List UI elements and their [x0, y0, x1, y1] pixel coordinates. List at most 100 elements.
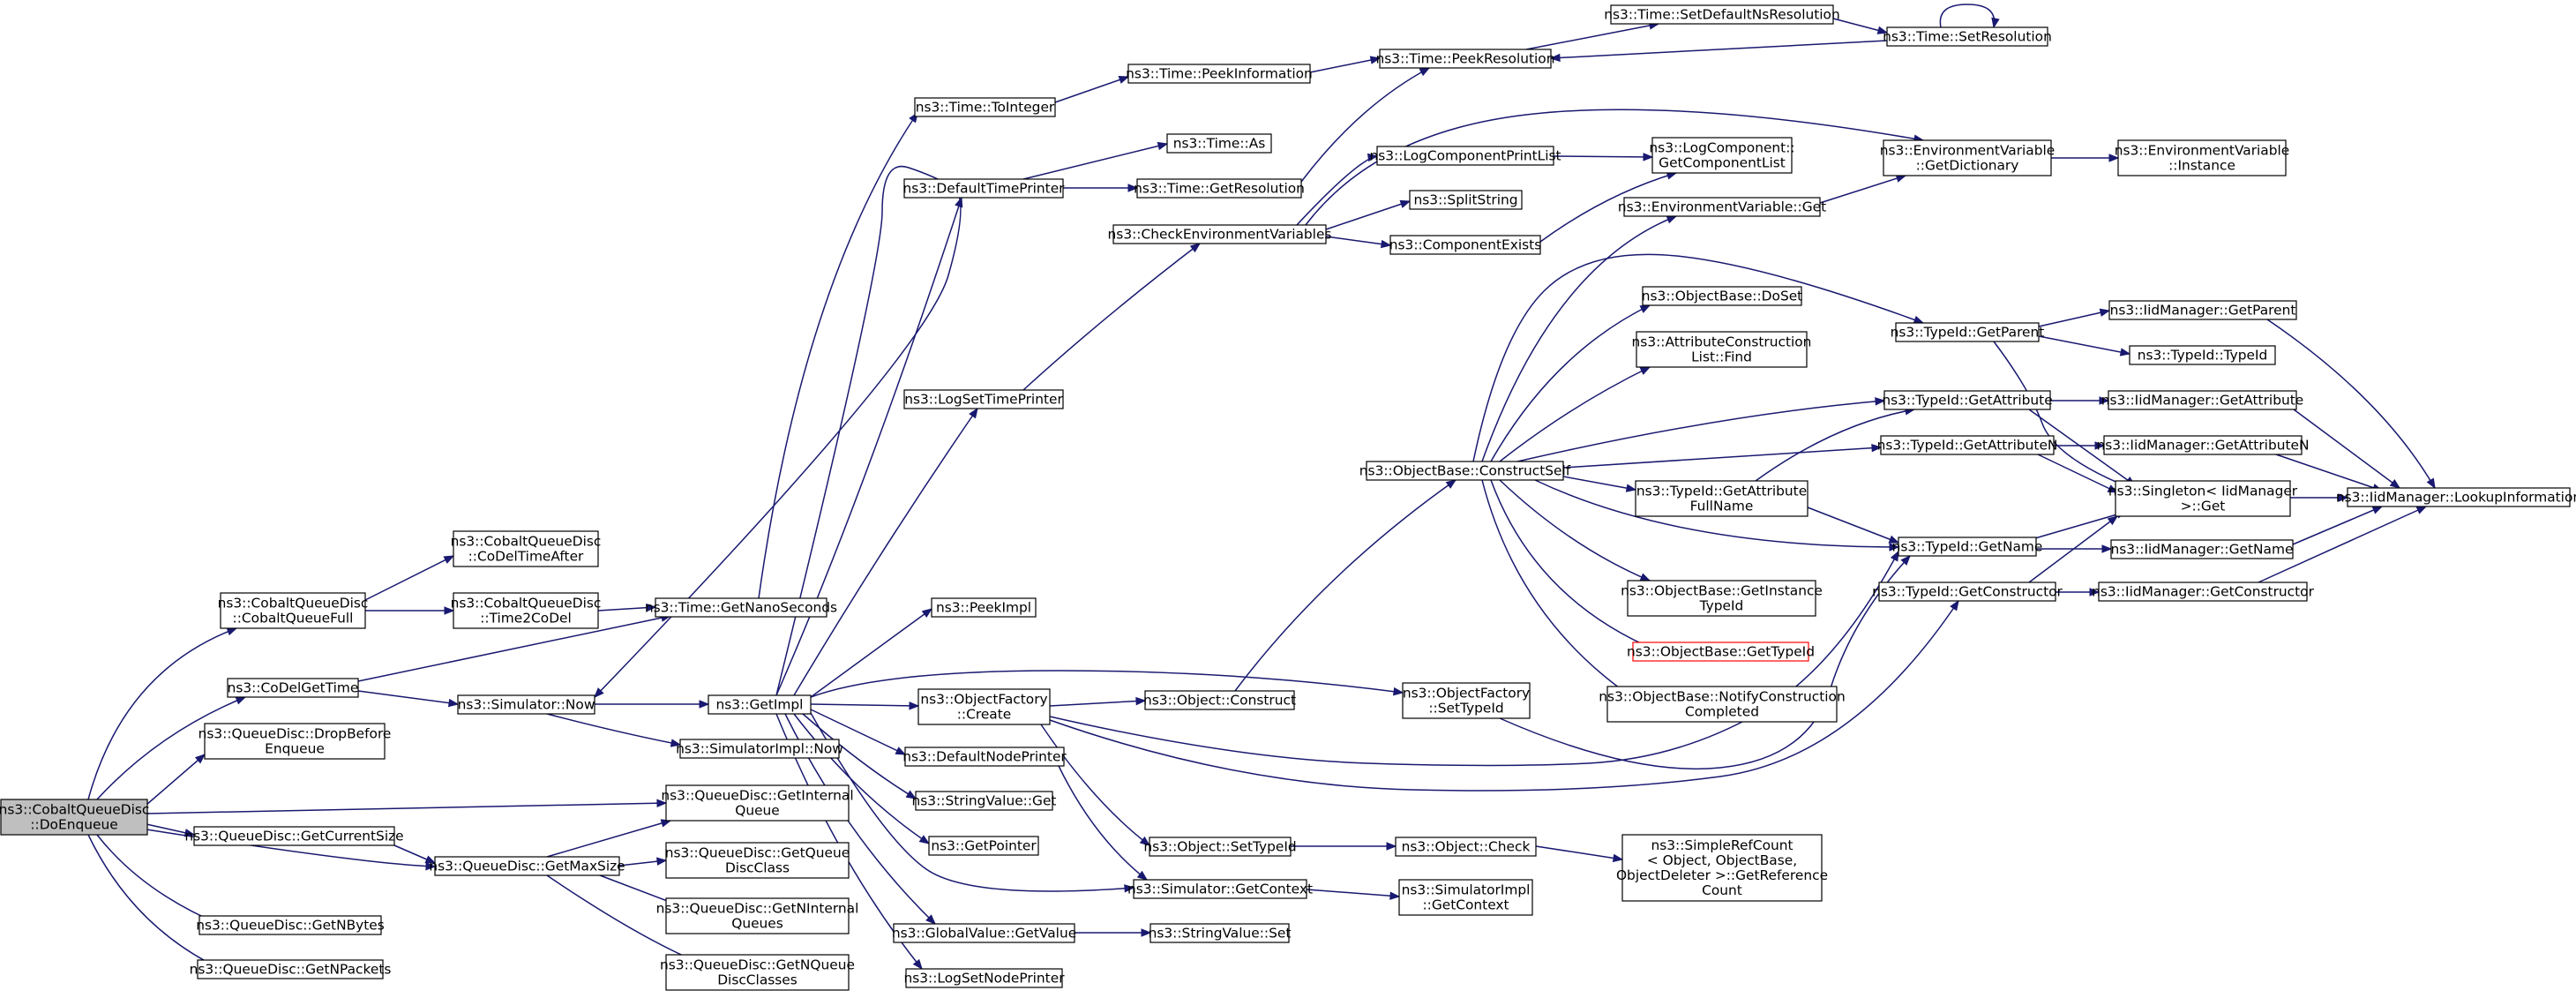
node-label: ns3::QueueDisc::GetMaxSize: [429, 859, 625, 874]
node-defaulttimeprinter[interactable]: ns3::DefaultTimePrinter: [902, 178, 1065, 199]
node-iidgetparent[interactable]: ns3::IidManager::GetParent: [2108, 300, 2297, 320]
edge-line: [1490, 304, 1651, 462]
node-iidgetname[interactable]: ns3::IidManager::GetName: [2110, 539, 2294, 559]
node-getpointer[interactable]: ns3::GetPointer: [928, 836, 1039, 856]
node-getcurrentsize[interactable]: ns3::QueueDisc::GetCurrentSize: [184, 826, 404, 846]
node-simnow[interactable]: ns3::Simulator::Now: [457, 694, 595, 715]
node-componentexists[interactable]: ns3::ComponentExists: [1389, 235, 1541, 255]
node-getdictionary[interactable]: ns3::EnvironmentVariable::GetDictionary: [1880, 139, 2056, 176]
node-box: [665, 954, 850, 991]
node-doenqueue[interactable]: ns3::CobaltQueueDisc::DoEnqueue: [0, 799, 149, 836]
node-objectcheck[interactable]: ns3::Object::Check: [1395, 837, 1537, 857]
node-iidlookupinformation[interactable]: ns3::IidManager::LookupInformation: [2336, 487, 2576, 507]
node-iidgetconstructor[interactable]: ns3::IidManager::GetConstructor: [2092, 582, 2315, 602]
edge-checkenvvars-to-componentexists: [1325, 236, 1392, 249]
node-objectbasegettypeid[interactable]: ns3::ObjectBase::GetTypeId: [1627, 642, 1815, 662]
node-getimpl[interactable]: ns3::GetImpl: [708, 694, 812, 715]
edge-checkenvvars-to-splitstring: [1325, 199, 1412, 230]
node-typeidgetconstructor[interactable]: ns3::TypeId::GetConstructor: [1872, 582, 2063, 602]
arrowhead-icon: [909, 702, 920, 710]
edge-line: [1832, 18, 1888, 34]
arrowhead-icon: [969, 407, 978, 419]
node-simimplnow[interactable]: ns3::SimulatorImpl::Now: [676, 739, 843, 759]
node-simplerefcount[interactable]: ns3::SimpleRefCount< Object, ObjectBase,…: [1616, 834, 1828, 902]
node-objectfactorycreate[interactable]: ns3::ObjectFactory::Create: [917, 688, 1051, 725]
node-logsetnodeprinter[interactable]: ns3::LogSetNodePrinter: [903, 968, 1065, 988]
edge-line: [1481, 479, 1633, 698]
node-getnbytes[interactable]: ns3::QueueDisc::GetNBytes: [196, 915, 385, 935]
node-iidgetattributen[interactable]: ns3::IidManager::GetAttributeN: [2097, 435, 2310, 455]
node-envvarget[interactable]: ns3::EnvironmentVariable::Get: [1618, 197, 1826, 217]
node-label: Count: [1702, 882, 1742, 898]
node-typeidtypeid[interactable]: ns3::TypeId::TypeId: [2129, 345, 2276, 365]
node-checkenvvars[interactable]: ns3::CheckEnvironmentVariables: [1108, 224, 1332, 244]
node-stringvalueget[interactable]: ns3::StringValue::Get: [912, 791, 1057, 811]
node-codeltimeafter[interactable]: ns3::CobaltQueueDisc::CoDelTimeAfter: [451, 530, 602, 567]
node-label: ns3::Time::GetResolution: [1134, 181, 1305, 197]
node-setdefaultnsres[interactable]: ns3::Time::SetDefaultNsResolution: [1604, 4, 1840, 25]
node-timeas[interactable]: ns3::Time::As: [1166, 133, 1272, 154]
edge-line: [1553, 155, 1653, 158]
node-iidgetattribute[interactable]: ns3::IidManager::GetAttribute: [2101, 390, 2303, 410]
node-box: [903, 178, 1064, 199]
node-singletonget[interactable]: ns3::Singleton< IidManager>::Get: [2108, 480, 2298, 517]
node-label: GetComponentList: [1659, 155, 1786, 171]
edge-typeidgetconstructor-to-iidgetconstructor: [2056, 588, 2100, 597]
node-doset[interactable]: ns3::ObjectBase::DoSet: [1642, 286, 1802, 306]
node-peekinformation[interactable]: ns3::Time::PeekInformation: [1126, 64, 1313, 84]
node-getnpackets[interactable]: ns3::QueueDisc::GetNPackets: [190, 959, 392, 979]
node-getnanoseconds[interactable]: ns3::Time::GetNanoSeconds: [645, 597, 837, 618]
arrowhead-icon: [918, 835, 931, 844]
node-codelgettime[interactable]: ns3::CoDelGetTime: [227, 678, 359, 698]
node-objectconstruct[interactable]: ns3::Object::Construct: [1143, 690, 1296, 710]
edge-line: [1481, 215, 1677, 462]
node-cobaltqueuefull[interactable]: ns3::CobaltQueueDisc::CobaltQueueFull: [218, 592, 369, 629]
node-time2codel[interactable]: ns3::CobaltQueueDisc::Time2CoDel: [451, 592, 602, 629]
node-peekimpl[interactable]: ns3::PeekImpl: [931, 597, 1037, 618]
node-defaultnodeprinter[interactable]: ns3::DefaultNodePrinter: [902, 747, 1067, 767]
node-setresolution[interactable]: ns3::Time::SetResolution: [1883, 26, 2052, 47]
node-objectsettypeid[interactable]: ns3::Object::SetTypeId: [1143, 837, 1297, 857]
node-getresolution[interactable]: ns3::Time::GetResolution: [1134, 178, 1305, 199]
node-notifyconstructioncompleted[interactable]: ns3::ObjectBase::NotifyConstructionCompl…: [1599, 686, 1846, 723]
node-tointeger[interactable]: ns3::Time::ToInteger: [914, 97, 1056, 117]
node-globalvalueget[interactable]: ns3::GlobalValue::GetValue: [892, 923, 1076, 943]
arrowhead-icon: [905, 790, 917, 799]
edge-line: [1058, 765, 1148, 881]
node-simgetcontext[interactable]: ns3::Simulator::GetContext: [1127, 879, 1313, 899]
node-typeidgetattribute[interactable]: ns3::TypeId::GetAttribute: [1882, 390, 2053, 410]
node-label: TypeId: [1699, 598, 1744, 614]
node-typeidgetparent[interactable]: ns3::TypeId::GetParent: [1891, 322, 2045, 342]
edge-line: [1550, 40, 1888, 59]
node-getcomponentlist[interactable]: ns3::LogComponent::GetComponentList: [1649, 137, 1795, 174]
arrowhead-icon: [447, 698, 460, 708]
node-simimplgetcontext[interactable]: ns3::SimulatorImpl::GetContext: [1398, 879, 1533, 916]
edge-line: [1305, 109, 1924, 226]
node-constructself[interactable]: ns3::ObjectBase::ConstructSelf: [1359, 461, 1571, 481]
node-label: ns3::DefaultTimePrinter: [902, 181, 1065, 197]
node-logcompprintlist[interactable]: ns3::LogComponentPrintList: [1369, 146, 1561, 166]
node-box: [1636, 331, 1808, 368]
node-logsettimeprinter[interactable]: ns3::LogSetTimePrinter: [903, 389, 1064, 409]
node-envvarinstance[interactable]: ns3::EnvironmentVariable::Instance: [2115, 139, 2290, 176]
node-label: ::Time2CoDel: [480, 611, 572, 627]
node-label: ns3::IidManager::GetAttribute: [2101, 393, 2303, 409]
node-ofsettypeid[interactable]: ns3::ObjectFactory::SetTypeId: [1402, 682, 1531, 719]
node-splitstring[interactable]: ns3::SplitString: [1409, 190, 1523, 210]
edge-line: [546, 713, 681, 746]
arrowhead-icon: [1666, 215, 1678, 224]
node-stringvalueset[interactable]: ns3::StringValue::Set: [1149, 923, 1292, 943]
node-getmaxsize[interactable]: ns3::QueueDisc::GetMaxSize: [429, 856, 625, 876]
node-typeidgetname[interactable]: ns3::TypeId::GetName: [1892, 537, 2043, 557]
node-peekresolution[interactable]: ns3::Time::PeekResolution: [1376, 49, 1555, 69]
node-box: [1632, 642, 1809, 662]
node-typeidgetattributen[interactable]: ns3::TypeId::GetAttributeN: [1877, 435, 2058, 455]
